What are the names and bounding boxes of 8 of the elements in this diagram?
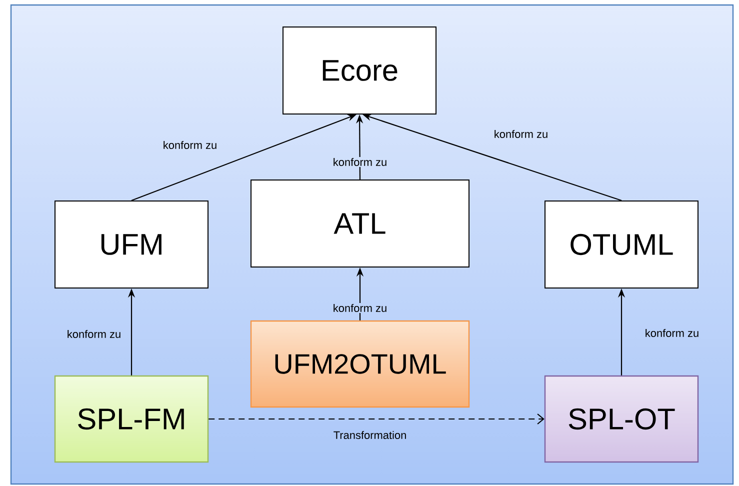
model-box: UFM [54, 200, 208, 288]
model-box: SPL-OT [544, 375, 699, 463]
model-box: ATL [250, 180, 470, 268]
model-box: SPL-FM [54, 375, 209, 463]
model-box: Ecore [282, 26, 436, 114]
arrow [208, 414, 544, 424]
model-box: UFM2OTUML [250, 320, 470, 408]
model-box: OTUML [544, 200, 698, 288]
